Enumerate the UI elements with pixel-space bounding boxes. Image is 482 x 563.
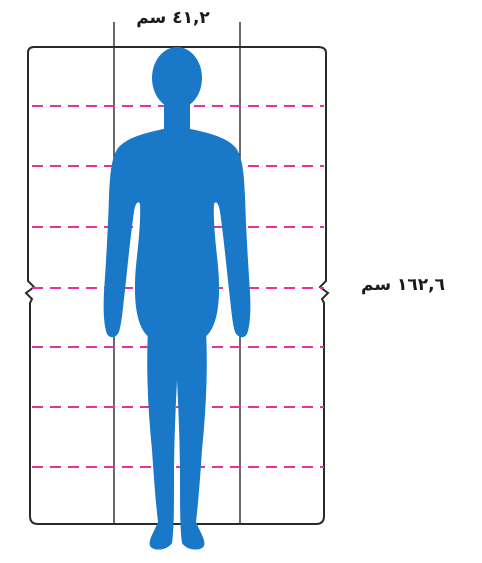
torso-and-arms: [104, 128, 251, 338]
human-silhouette: [104, 47, 251, 550]
left-leg: [147, 330, 178, 550]
right-leg: [176, 330, 207, 550]
frame-right-edge: [316, 47, 328, 524]
head: [152, 47, 202, 109]
frame-left-edge: [26, 47, 38, 524]
shoulder-width-label: ٤١,٢ سم: [118, 10, 228, 27]
body-height-label: ١٦٢,٦ سم: [338, 277, 468, 294]
